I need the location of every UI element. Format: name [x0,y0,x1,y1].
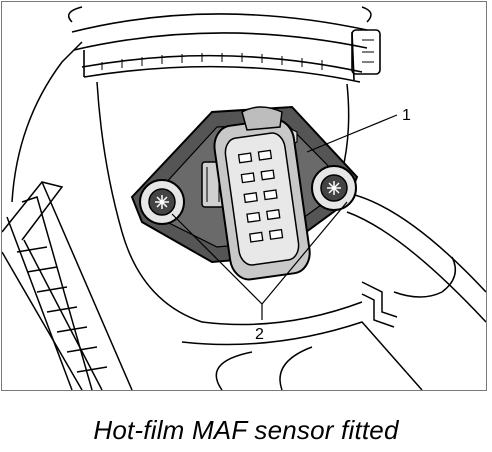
maf-connector-housing [213,106,311,281]
mounting-bolt-right [311,165,357,211]
callout-1-label: 1 [402,107,411,124]
figure-caption: Hot-film MAF sensor fitted [93,415,399,445]
air-duct-housing [2,41,133,390]
mounting-bolt-left [139,179,185,225]
callout-2-label: 2 [255,326,264,343]
technical-illustration: 1 2 [1,1,487,391]
callout-leaders [171,114,398,320]
maf-sensor-drawing: 1 2 [2,6,486,390]
right-duct [181,191,486,390]
hose-clamp [71,13,381,83]
